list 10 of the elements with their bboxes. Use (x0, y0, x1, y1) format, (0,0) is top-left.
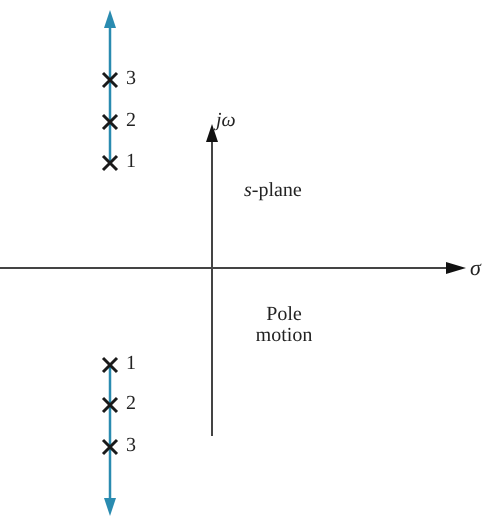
pole-index: 3 (126, 68, 136, 89)
pole-index: 3 (126, 435, 136, 456)
pole-index: 2 (126, 110, 136, 131)
axis-label: σ (470, 256, 481, 280)
annotation: Pole motion (254, 304, 314, 346)
axis-label: jω (216, 110, 236, 131)
plane-label: s-plane (244, 180, 302, 201)
pole-index: 1 (126, 353, 136, 374)
pole-index: 2 (126, 393, 136, 414)
pole-index: 1 (126, 151, 136, 172)
